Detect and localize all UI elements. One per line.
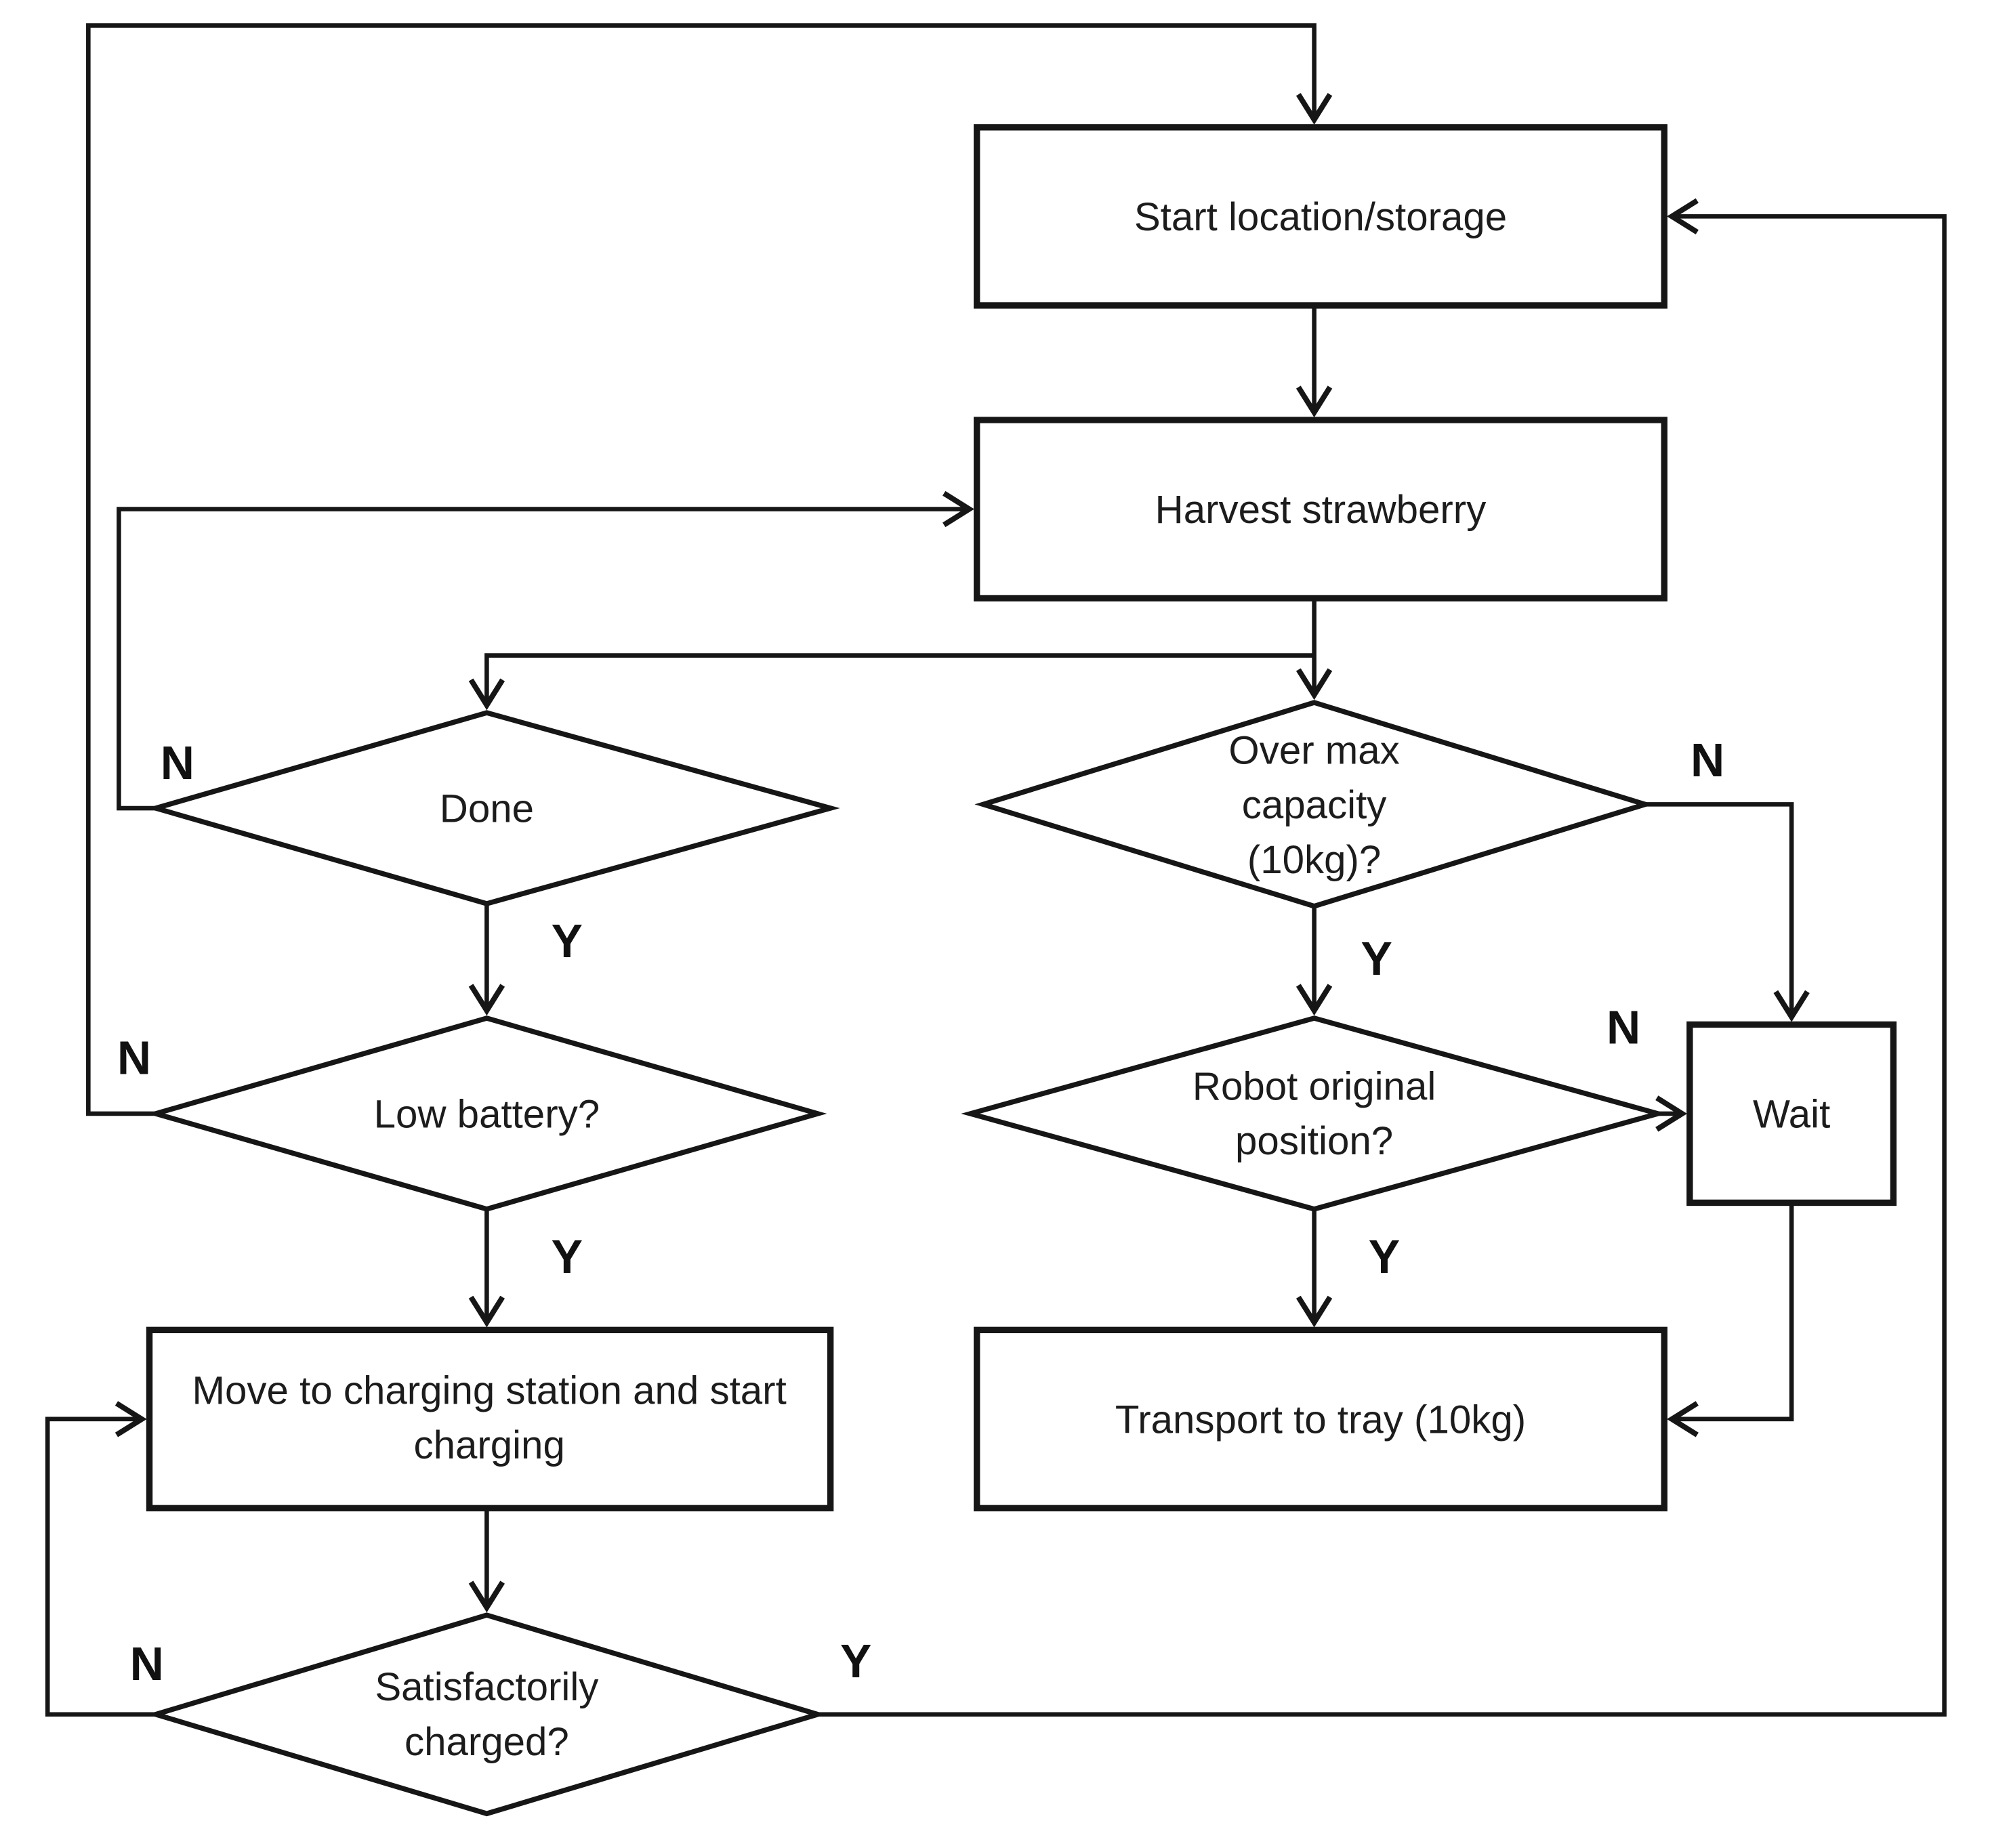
node-low-battery: Low battery? [146,1015,827,1212]
charged-label-line1: Satisfactorily [375,1665,598,1709]
node-charge: Move to charging station and start charg… [146,1326,834,1512]
robot-position-no-label: N [1606,1001,1640,1054]
edge-labels: N Y N Y N Y N Y N Y [117,734,1724,1690]
harvest-label: Harvest strawberry [1155,488,1487,532]
node-transport: Transport to tray (10kg) [974,1326,1667,1512]
over-capacity-yes-label: Y [1361,932,1392,985]
edges [45,23,1947,1717]
node-over-capacity: Over max capacity (10kg)? [974,700,1654,909]
edge-wait-to-transport [1667,1202,1794,1437]
nodes: Start location/storage Harvest strawberr… [146,124,1897,1817]
over-capacity-diamond [974,700,1654,909]
low-battery-yes-label: Y [552,1230,583,1283]
node-robot-position: Robot original position? [961,1015,1667,1212]
charge-label-line1: Move to charging station and start [192,1368,787,1412]
transport-box [974,1326,1667,1512]
node-start: Start location/storage [974,124,1667,309]
charged-no-label: N [130,1637,164,1690]
over-capacity-label-line2: capacity [1242,783,1387,827]
edge-low-battery-no-to-start [86,23,1333,1116]
edge-charged-yes-to-start [817,198,1947,1717]
done-diamond [146,710,840,906]
robot-position-label-line2: position? [1235,1119,1393,1163]
node-wait: Wait [1686,1021,1897,1206]
robot-position-yes-label: Y [1369,1230,1400,1283]
node-charged: Satisfactorily charged? [146,1612,827,1817]
edge-over-capacity-no-to-wait [1645,802,1810,1022]
wait-box [1686,1021,1897,1206]
low-battery-no-label: N [117,1032,151,1085]
start-label: Start location/storage [1134,195,1507,239]
over-capacity-no-label: N [1691,734,1724,786]
charged-diamond [146,1612,827,1817]
done-no-label: N [161,736,194,789]
robot-position-label-line1: Robot original [1193,1064,1436,1108]
charged-yes-label: Y [840,1635,871,1687]
wait-label: Wait [1753,1093,1830,1137]
charge-label-line2: charging [413,1423,564,1467]
edge-harvest-branch-to-done [468,653,1314,711]
done-yes-label: Y [552,915,583,967]
low-battery-label: Low battery? [374,1093,600,1137]
node-harvest: Harvest strawberry [974,417,1667,602]
node-done: Done [146,710,840,906]
edge-charged-no-to-charge [45,1401,156,1717]
edge-done-no-to-harvest [117,490,974,811]
harvest-box [974,417,1667,602]
low-battery-diamond [146,1015,827,1212]
transport-label: Transport to tray (10kg) [1115,1398,1526,1442]
robot-position-diamond [961,1015,1667,1212]
done-label: Done [440,787,534,831]
start-box [974,124,1667,309]
charged-label-line2: charged? [405,1720,569,1764]
over-capacity-label-line3: (10kg)? [1247,838,1381,882]
over-capacity-label-line1: Over max [1228,728,1399,772]
charge-box [146,1326,834,1512]
